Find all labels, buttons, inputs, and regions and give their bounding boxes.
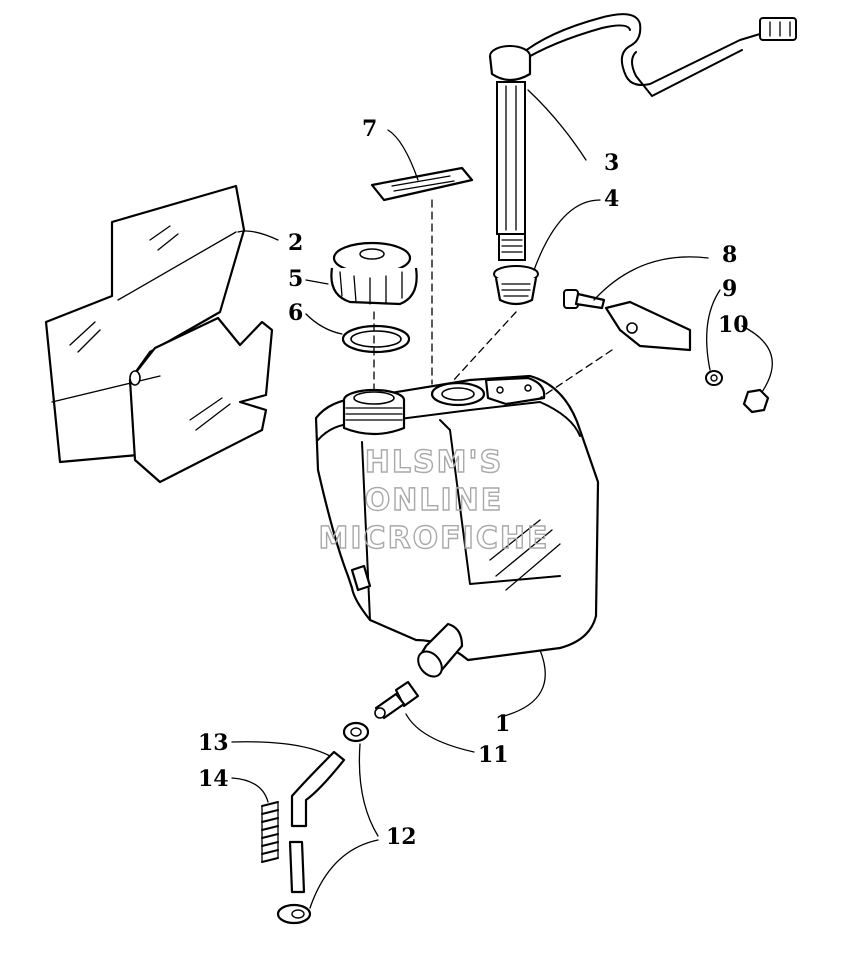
leader-lines <box>231 89 773 909</box>
callout-10: 10 <box>718 312 749 338</box>
callout-3: 3 <box>604 150 619 176</box>
mounting-bracket <box>604 300 692 352</box>
part-3-fuel-sender <box>488 13 797 261</box>
part-4-grommet <box>493 265 539 306</box>
callout-11: 11 <box>478 742 509 768</box>
part-6-gasket <box>341 324 411 354</box>
callout-4: 4 <box>604 186 619 212</box>
part-11-fitting <box>374 680 420 720</box>
callout-2: 2 <box>288 230 303 256</box>
callout-14: 14 <box>198 766 229 792</box>
part-9-washer <box>705 370 723 386</box>
callout-7: 7 <box>362 116 377 142</box>
part-12-clamp <box>276 721 370 925</box>
callout-5: 5 <box>288 266 303 292</box>
part-2-heat-shield <box>44 184 274 484</box>
part-13-hose <box>288 750 346 894</box>
part-5-fuel-cap <box>330 241 418 306</box>
part-14-spring <box>261 801 279 863</box>
callout-6: 6 <box>288 300 303 326</box>
part-1-fuel-tank <box>314 374 600 678</box>
watermark-line-3: MICROFICHE <box>319 521 550 556</box>
part-8-bolt <box>563 289 606 310</box>
callout-labels: 1 2 3 4 5 6 7 8 9 10 11 12 13 14 <box>198 116 749 850</box>
callout-12: 12 <box>386 824 417 850</box>
callout-13: 13 <box>198 730 229 756</box>
watermark-line-2: ONLINE <box>365 483 504 518</box>
part-10-nut <box>742 388 770 414</box>
watermark-line-1: HLSM'S <box>365 445 503 480</box>
watermark: HLSM'S ONLINE MICROFICHE <box>318 444 550 556</box>
callout-1: 1 <box>495 711 510 737</box>
callout-8: 8 <box>722 242 737 268</box>
part-7-label <box>370 166 474 202</box>
callout-9: 9 <box>722 276 737 302</box>
